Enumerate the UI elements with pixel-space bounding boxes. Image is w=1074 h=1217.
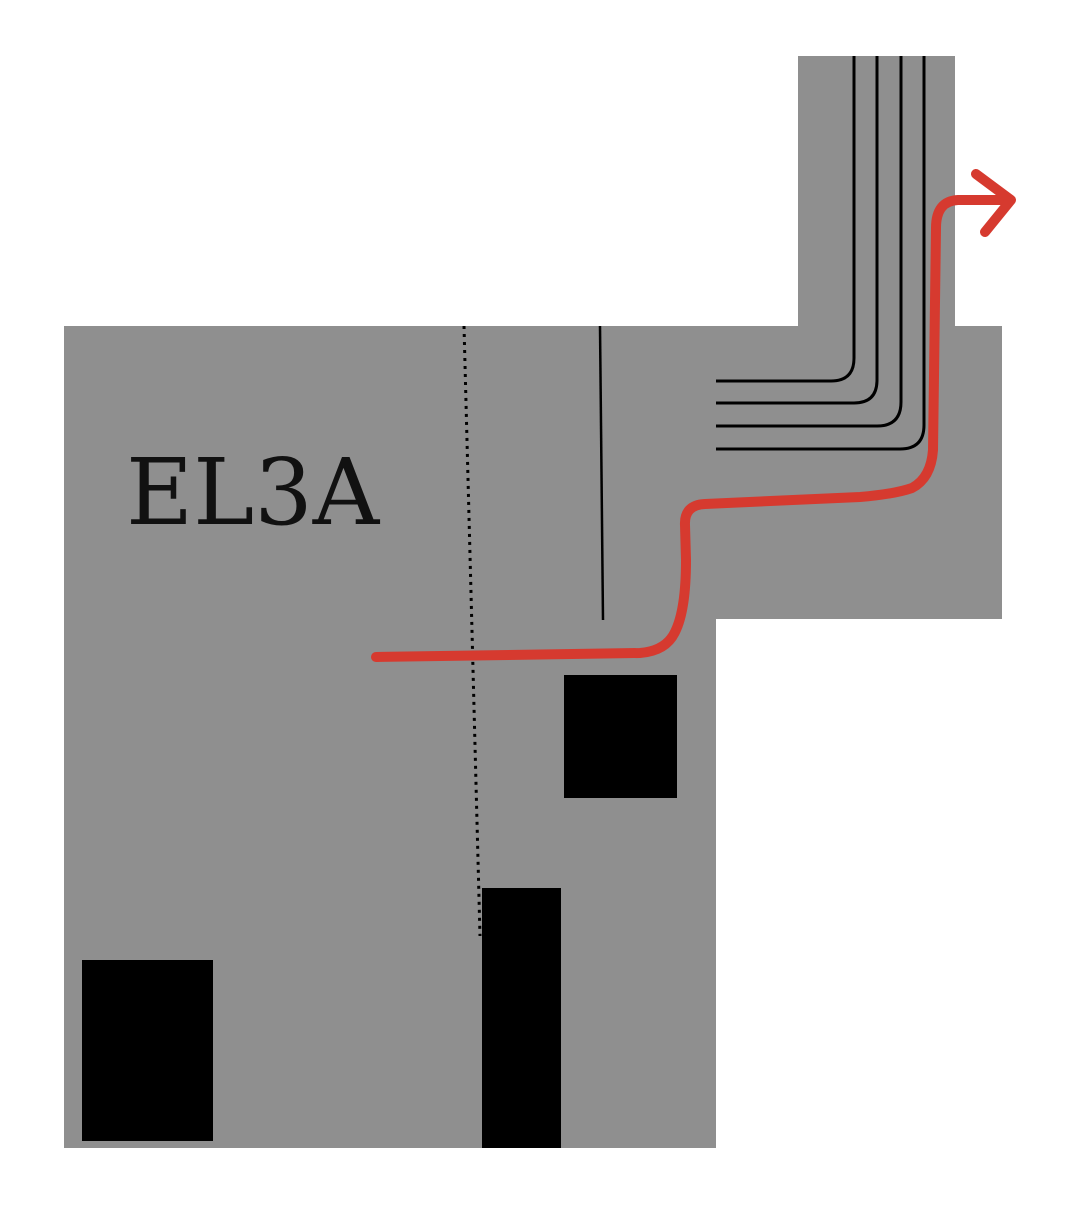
lane-line	[716, 56, 879, 405]
obstacles	[82, 675, 677, 1148]
corridor-floor	[716, 326, 1002, 619]
dotted-boundary-line	[462, 325, 482, 937]
route-path	[371, 169, 1016, 662]
lane-line	[716, 56, 926, 451]
divider-line	[598, 325, 605, 621]
obstacle-block	[564, 675, 677, 798]
obstacle-block	[82, 960, 213, 1141]
area-label: EL3A	[126, 439, 381, 546]
lane-line	[716, 56, 903, 428]
route-arrow-head	[971, 169, 1016, 237]
lane-lines	[716, 56, 926, 451]
obstacle-block	[482, 888, 561, 1148]
lane-line	[716, 56, 856, 383]
route-line	[371, 195, 1015, 662]
